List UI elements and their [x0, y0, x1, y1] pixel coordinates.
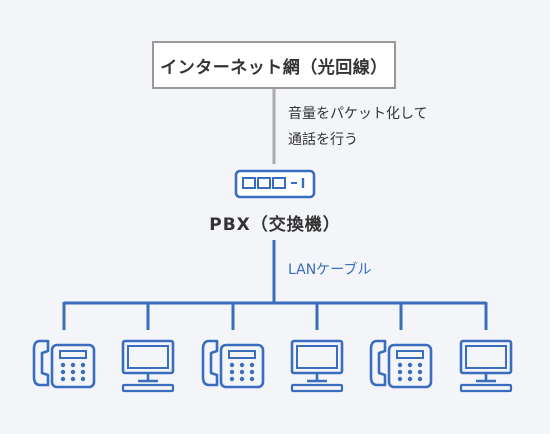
- internet-label: インターネット網（光回線）: [160, 57, 388, 78]
- lan-drops: [62, 302, 488, 330]
- monitor-icon: [290, 339, 344, 393]
- uplink-note: 音量をパケット化して 通話を行う: [288, 101, 488, 153]
- pbx-device-icon: [234, 169, 316, 199]
- uplink-note-line2: 通話を行う: [288, 132, 358, 148]
- lan-cable-label: LANケーブル: [288, 262, 372, 278]
- phone-icon: [32, 339, 96, 389]
- monitor-icon: [459, 339, 513, 393]
- phone-icon: [369, 339, 433, 389]
- monitor-icon: [121, 339, 175, 393]
- uplink-note-line1: 音量をパケット化して: [288, 106, 428, 122]
- phone-icon: [201, 339, 265, 389]
- internet-network-box: インターネット網（光回線）: [152, 41, 396, 89]
- pbx-label: PBX（交換機）: [209, 215, 341, 235]
